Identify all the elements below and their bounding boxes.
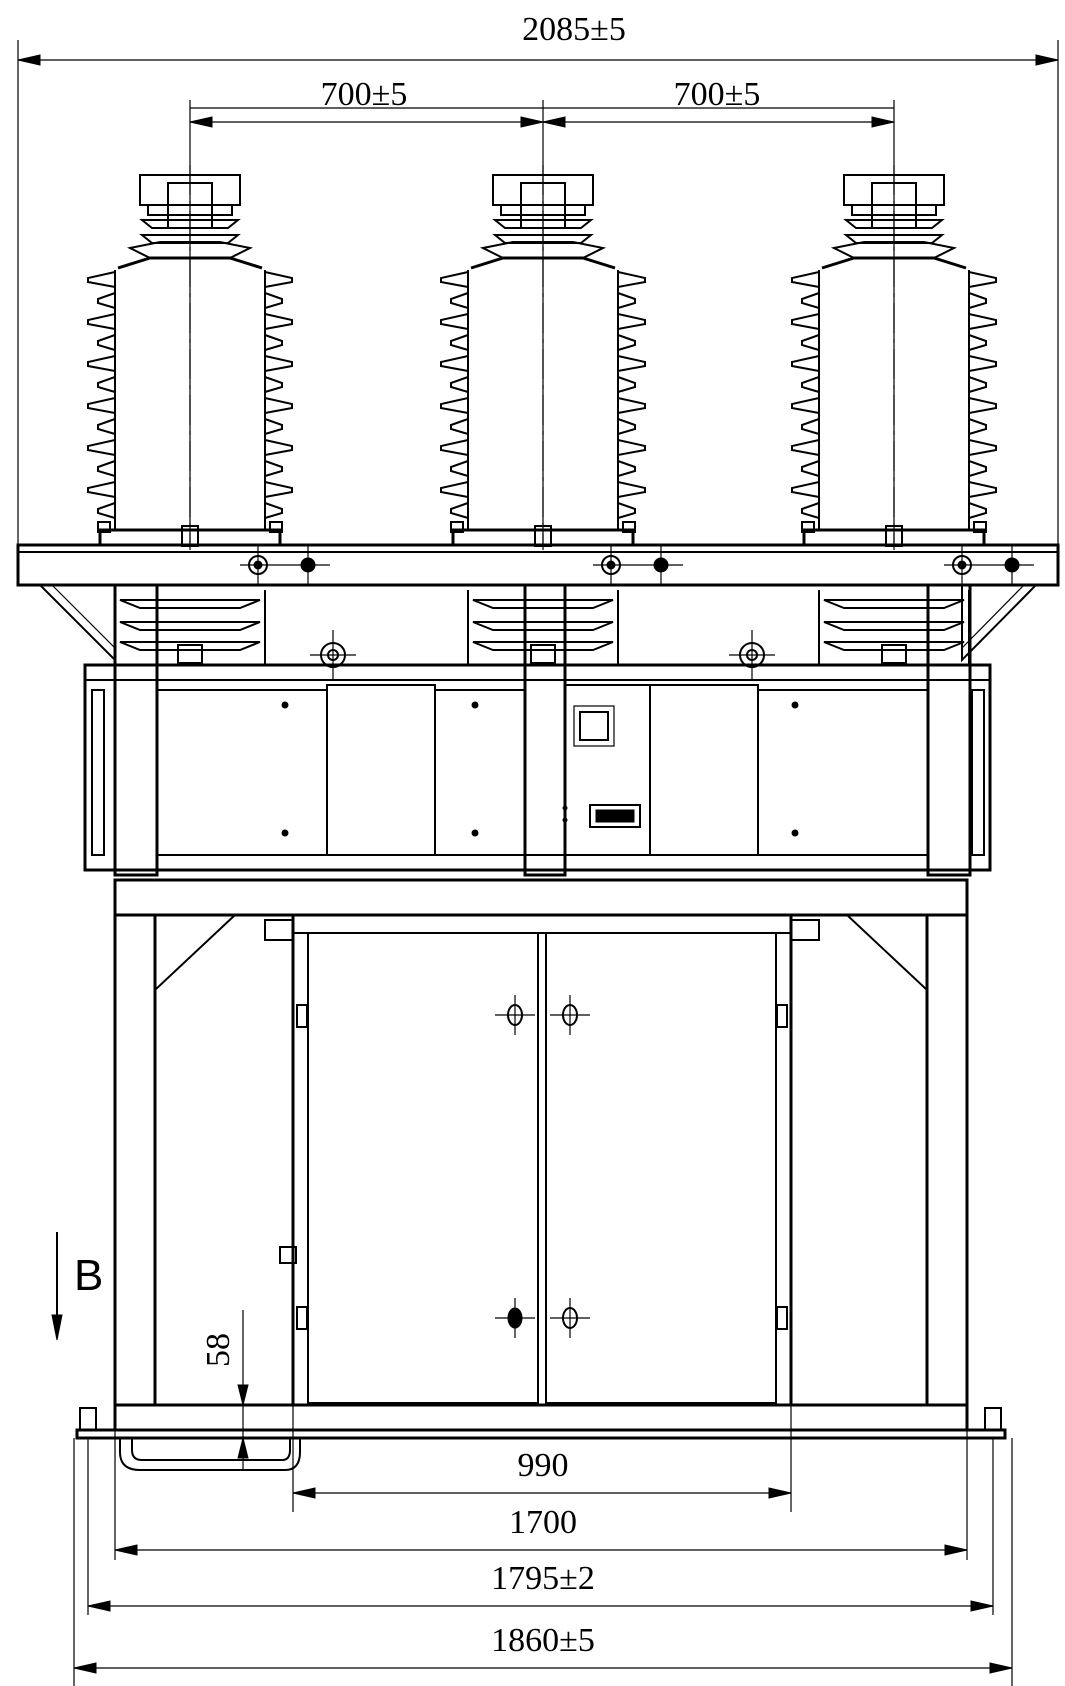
door-lock-top-right xyxy=(550,995,590,1035)
clearance-label: 58 xyxy=(200,1333,237,1367)
view-label: B xyxy=(74,1251,103,1300)
door-lock-top-left xyxy=(495,995,535,1035)
support-frame xyxy=(75,878,1007,1471)
door-lock-bottom-right xyxy=(550,1298,590,1338)
door-lock-bottom-left xyxy=(495,1298,535,1338)
pole-spacing-dimension: 700±5 700±5 xyxy=(189,76,895,550)
upper-cabinet xyxy=(83,583,992,877)
cabinet-width-label: 990 xyxy=(518,1447,569,1484)
view-direction-b: B xyxy=(51,1232,103,1341)
bottom-dimensions: 990 1700 1795±2 1860±5 xyxy=(73,1405,1013,1686)
clearance-dimension: 58 xyxy=(200,1310,290,1470)
base-width-label: 1860±5 xyxy=(491,1622,595,1659)
insulator-poles xyxy=(87,165,1034,665)
lower-cabinet xyxy=(264,913,820,1407)
overall-width-dimension: 2085±5 xyxy=(17,11,1059,580)
frame-outer-label: 1795±2 xyxy=(491,1560,595,1597)
overall-width-label: 2085±5 xyxy=(522,11,626,48)
pole-spacing-right-label: 700±5 xyxy=(674,76,761,113)
frame-inner-label: 1700 xyxy=(509,1504,577,1541)
insulator-pole-2 xyxy=(440,165,683,665)
pole-spacing-left-label: 700±5 xyxy=(321,76,408,113)
insulator-pole-3 xyxy=(791,165,1034,665)
insulator-pole-1 xyxy=(87,165,330,665)
